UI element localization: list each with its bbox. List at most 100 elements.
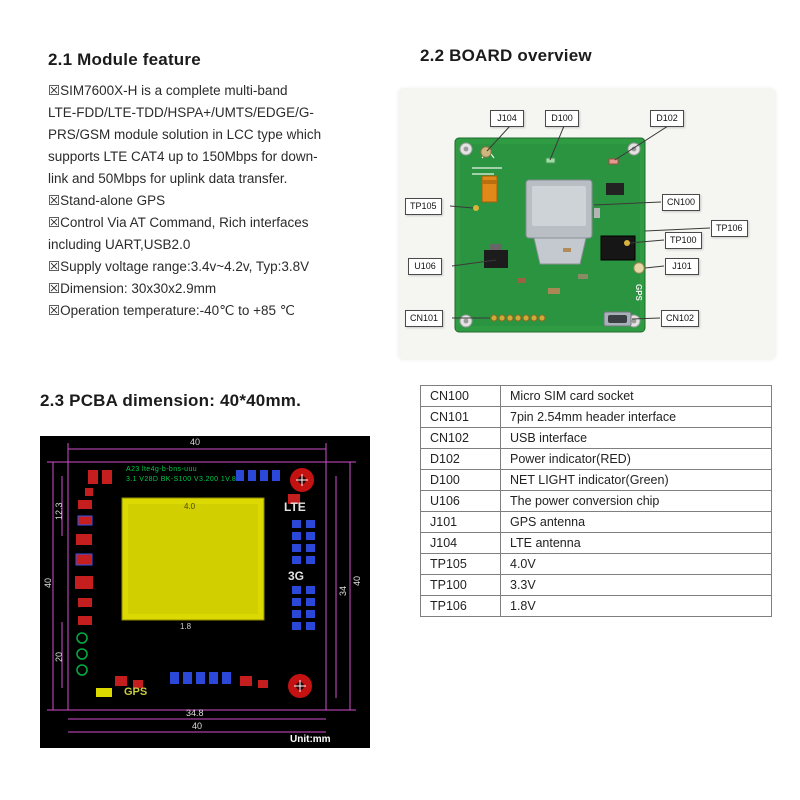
dim-left-top: 12.3 bbox=[54, 502, 64, 520]
feature-line: ☒Operation temperature:-40℃ to +85 ℃ bbox=[48, 303, 295, 318]
board-silk-label: GPS bbox=[634, 284, 643, 302]
micro-usb-cn102 bbox=[603, 311, 632, 327]
ref-cell: J101 bbox=[420, 511, 501, 533]
ref-cell: J104 bbox=[420, 532, 501, 554]
bottom-pads bbox=[96, 672, 268, 697]
dim-bottom-inner: 34.8 bbox=[186, 708, 204, 718]
desc-cell: 3.3V bbox=[500, 574, 772, 596]
pcba-layout: 40 34.8 40 12.3 40 20 34 40 4.0 1.8 A23 … bbox=[40, 436, 370, 748]
callout-d102: D102 bbox=[650, 110, 684, 127]
callout-leader-lines bbox=[449, 125, 711, 320]
desc-cell: 7pin 2.54mm header interface bbox=[500, 406, 772, 428]
dim-top: 40 bbox=[190, 437, 201, 447]
dim-right-inner: 34 bbox=[338, 585, 348, 596]
ref-cell: TP106 bbox=[420, 595, 501, 617]
pcb-board: GPS bbox=[454, 137, 646, 333]
feature-line: supports LTE CAT4 up to 150Mbps for down… bbox=[48, 149, 318, 164]
module-feature-text: ☒SIM7600X-H is a complete multi-band LTE… bbox=[48, 80, 396, 322]
passive-components bbox=[518, 208, 600, 294]
top-pads bbox=[85, 470, 280, 496]
feature-line: ☒Dimension: 30x30x2.9mm bbox=[48, 281, 217, 296]
dim-bottom-outer: 40 bbox=[192, 721, 203, 731]
callout-u106: U106 bbox=[408, 258, 442, 275]
ref-cell: D100 bbox=[420, 469, 501, 491]
desc-cell: Power indicator(RED) bbox=[500, 448, 772, 470]
header-cn101 bbox=[490, 314, 546, 322]
callout-cn102: CN102 bbox=[661, 310, 700, 327]
desc-cell: GPS antenna bbox=[500, 511, 772, 533]
callout-cn101: CN101 bbox=[405, 310, 444, 327]
callout-tp105: TP105 bbox=[405, 198, 442, 215]
shield-area bbox=[121, 497, 265, 621]
feature-line: ☒SIM7600X-H is a complete multi-band bbox=[48, 83, 288, 98]
unit-label: Unit:mm bbox=[290, 734, 331, 745]
feature-line: ☒Control Via AT Command, Rich interfaces bbox=[48, 215, 309, 230]
dim-inner-bottom: 1.8 bbox=[180, 622, 192, 631]
dimension-lines bbox=[47, 443, 356, 733]
module-feature-title: 2.1 Module feature bbox=[48, 50, 201, 69]
feature-line: including UART,USB2.0 bbox=[48, 237, 191, 252]
dim-left-mid: 40 bbox=[43, 577, 53, 588]
ref-cell: D102 bbox=[420, 448, 501, 470]
pcba-layout-art bbox=[40, 436, 370, 748]
power-led-d102 bbox=[608, 158, 619, 165]
ref-cell: U106 bbox=[420, 490, 501, 512]
callout-tp100: TP100 bbox=[665, 232, 702, 249]
desc-cell: LTE antenna bbox=[500, 532, 772, 554]
feature-line: link and 50Mbps for uplink data transfer… bbox=[48, 171, 288, 186]
dim-inner-top: 4.0 bbox=[184, 502, 196, 511]
tantalum-capacitor bbox=[481, 175, 498, 203]
left-pads bbox=[75, 500, 93, 676]
silkscreen-line: A23 lte4g-b-bns-uuu bbox=[126, 466, 198, 473]
dim-left-bottom: 20 bbox=[54, 651, 64, 662]
board-photo: GPS J104 D100 D102 TP105 CN100 TP106 TP bbox=[398, 88, 776, 360]
callout-j104: J104 bbox=[490, 110, 524, 127]
ic-chip-small bbox=[606, 183, 624, 195]
callout-cn100: CN100 bbox=[662, 194, 701, 211]
desc-cell: 1.8V bbox=[500, 595, 772, 617]
gps-region-label: GPS bbox=[124, 686, 148, 698]
ref-cell: CN102 bbox=[420, 427, 501, 449]
lte-region-label: LTE bbox=[284, 500, 306, 514]
board-overview-title: 2.2 BOARD overview bbox=[420, 46, 592, 65]
feature-line: PRS/GSM module solution in LCC type whic… bbox=[48, 127, 322, 142]
callout-tp106: TP106 bbox=[711, 220, 748, 237]
ref-cell: TP105 bbox=[420, 553, 501, 575]
feature-line: ☒Stand-alone GPS bbox=[48, 193, 166, 208]
right-pin-headers bbox=[288, 494, 315, 630]
ufl-connector-j101 bbox=[633, 262, 645, 274]
dim-right-outer: 40 bbox=[352, 575, 362, 586]
desc-cell: The power conversion chip bbox=[500, 490, 772, 512]
ic-chip bbox=[600, 235, 636, 261]
desc-cell: USB interface bbox=[500, 427, 772, 449]
ref-cell: CN101 bbox=[420, 406, 501, 428]
pcba-dimension-title: 2.3 PCBA dimension: 40*40mm. bbox=[40, 391, 301, 410]
regulator-u106 bbox=[484, 244, 508, 268]
silkscreen-line: 3.1 V28D BK-S100 V3.200 1V.8 bbox=[126, 476, 237, 483]
callout-d100: D100 bbox=[545, 110, 579, 127]
board-photo-art: GPS bbox=[449, 125, 711, 333]
sim-socket-cn100 bbox=[525, 179, 593, 265]
desc-cell: NET LIGHT indicator(Green) bbox=[500, 469, 772, 491]
test-point-tp100 bbox=[624, 240, 630, 246]
desc-cell: Micro SIM card socket bbox=[500, 385, 772, 407]
feature-line: ☒Supply voltage range:3.4v~4.2v, Typ:3.8… bbox=[48, 259, 310, 274]
ref-cell: CN100 bbox=[420, 385, 501, 407]
desc-cell: 4.0V bbox=[500, 553, 772, 575]
feature-line: LTE-FDD/LTE-TDD/HSPA+/UMTS/EDGE/G- bbox=[48, 105, 314, 120]
3g-region-label: 3G bbox=[288, 569, 305, 583]
mounting-holes bbox=[288, 468, 314, 698]
ref-cell: TP100 bbox=[420, 574, 501, 596]
test-point-tp105 bbox=[473, 205, 479, 211]
